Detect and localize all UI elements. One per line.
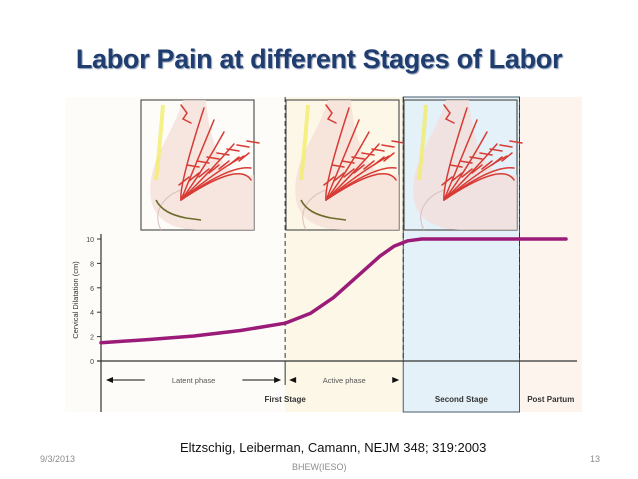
arrowhead-left-icon [106,377,113,383]
footer-date: 9/3/2013 [40,454,76,464]
vessel-branch [443,131,488,201]
vessel-branch [443,173,515,201]
vessel-branch [180,131,225,201]
y-axis-label: Cervical Dilatation (cm) [71,261,80,339]
vessel-branch [443,119,478,201]
slide-title: Labor Pain at different Stages of Labor [75,44,563,74]
vessel-branch [491,144,513,166]
vessel-branch [180,173,252,201]
vessel-branch [325,104,337,124]
body-silhouette [413,100,517,230]
blood-vessels [323,104,405,201]
blood-vessels [441,104,523,201]
vessel-branch [441,164,463,186]
citation: Eltzschig, Leiberman, Camann, NEJM 348; … [180,440,487,455]
vessel-branch [198,156,220,178]
y-tick-label: 8 [90,261,94,268]
vessel-branch [343,156,365,178]
vessel-branch [218,148,240,170]
post-partum-label: Post Partum [527,395,574,404]
footer-center: BHEW(IESO) [292,462,347,472]
vessel-branch [383,140,405,162]
pelvis-illustration-3 [403,99,523,231]
spinal-nerves [299,104,310,181]
pelvis-illustration-2 [285,99,405,231]
latent-phase-label: Latent phase [172,376,215,385]
spinal-nerves [417,104,428,181]
dilatation-curve [99,237,568,345]
first-stage-label: First Stage [264,395,306,404]
vessel-branch [363,148,385,170]
post-partum-region [519,97,582,412]
body-outline [302,189,327,231]
second-stage-frame [402,96,520,413]
blood-vessels [178,104,260,201]
arrowhead-right-icon [274,377,282,383]
active-phase-label: Active phase [323,376,366,385]
vessel-branch [228,144,250,166]
vessel-branch [238,140,260,162]
vessel-branch [325,119,360,201]
y-tick-label: 4 [90,310,94,317]
y-tick-label: 0 [90,359,94,366]
body-silhouette [150,100,254,230]
slide-number: 13 [590,454,601,464]
pelvis-illustration-1 [140,99,260,231]
vessel-branch [178,164,200,186]
body-outline [420,189,445,231]
y-tick-label: 10 [86,237,94,244]
vessel-branch [325,131,370,201]
vessel-branch [481,148,503,170]
pudendal-nerve [300,199,347,221]
y-tick-label: 2 [90,335,94,342]
pudendal-nerve [155,199,202,221]
arrowhead-right-icon [392,377,400,383]
y-tick-label: 6 [90,286,94,293]
spinal-nerves [154,104,165,181]
vessel-branch [353,152,375,174]
vessel-branch [443,107,468,201]
figure-left-margin [65,97,101,412]
vessel-branch [180,104,192,124]
vessel-branch [325,107,350,201]
vessel-branch [325,173,397,201]
vessel-branch [180,107,205,201]
vessel-branch [323,164,345,186]
body-silhouette [295,100,399,230]
vessel-branch [180,119,215,201]
arrowhead-left-icon [289,377,297,383]
vessel-branch [208,152,230,174]
second-stage-label: Second Stage [435,395,488,404]
vessel-branch [471,152,493,174]
vessel-branch [461,156,483,178]
vessel-branch [443,104,455,124]
vessel-branch [373,144,395,166]
body-outline [157,189,182,231]
